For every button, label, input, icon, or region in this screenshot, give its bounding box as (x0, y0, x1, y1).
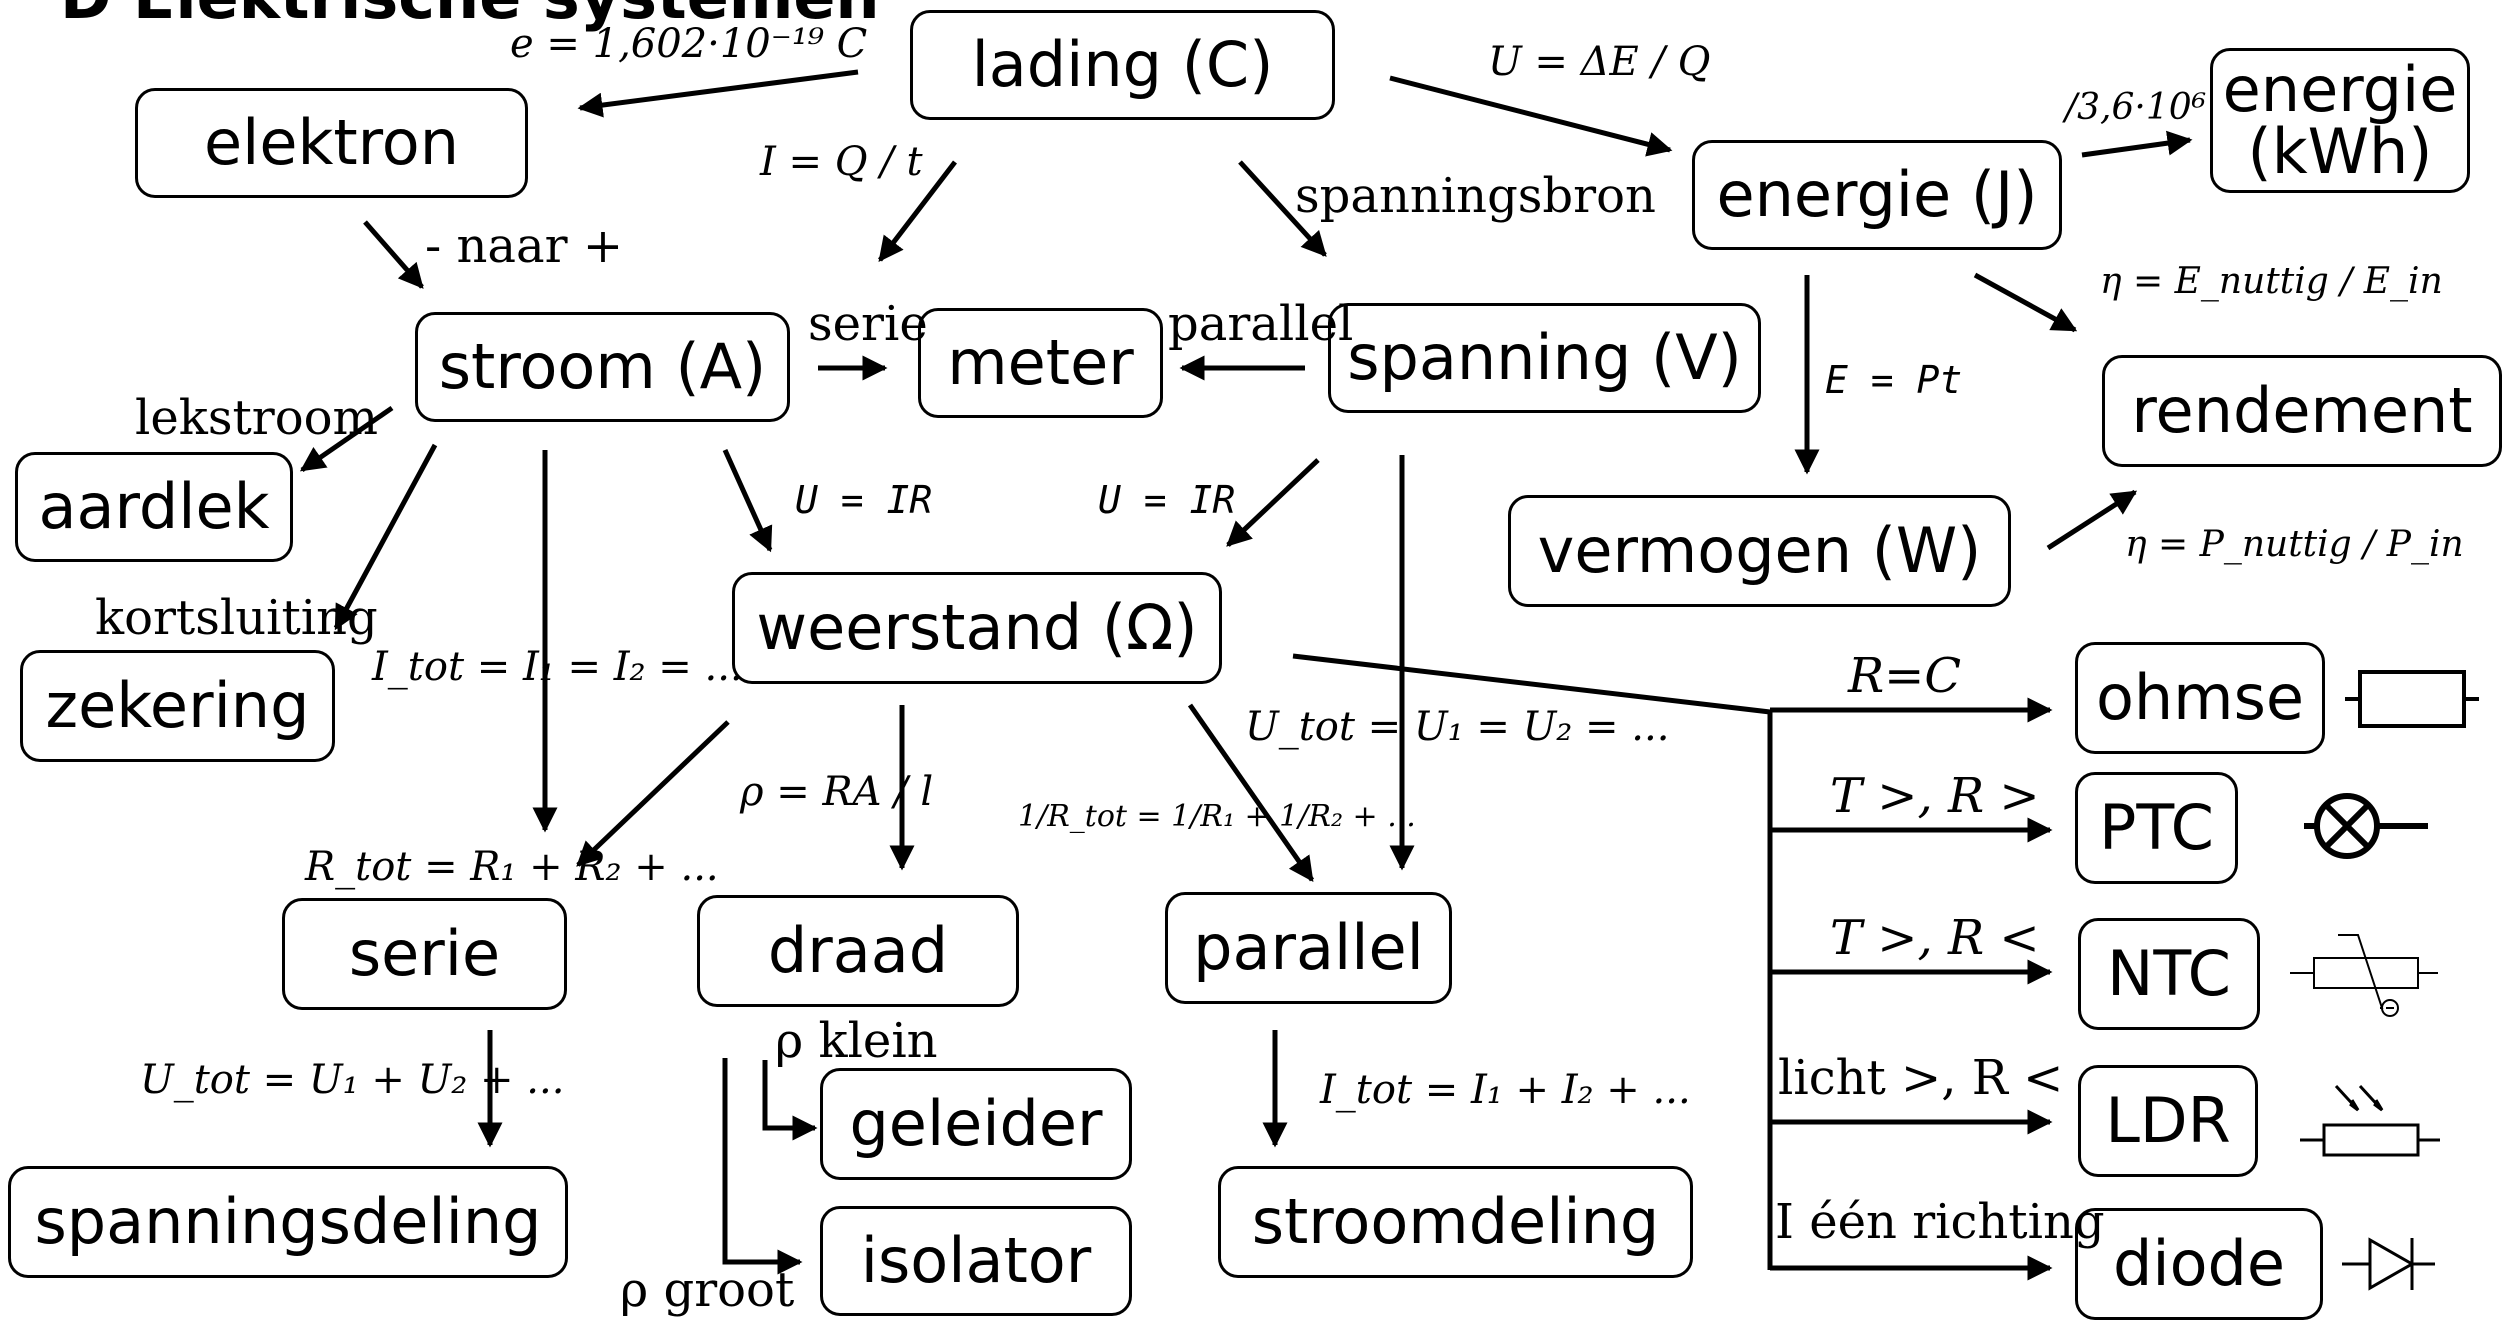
arrow-lading-energie (1389, 75, 1673, 157)
label-diode-rule: I één richting (1775, 1194, 2105, 1250)
label-parallel: parallel (1168, 296, 1354, 352)
label-rho-groot: ρ groot (620, 1262, 795, 1318)
label-u-de-q: U = ΔE / Q (1488, 39, 1711, 85)
arrow-spanning-weerstand (1226, 458, 1320, 547)
label-ntc-rule: T >, R < (1830, 910, 2040, 966)
node-draad: draad (697, 895, 1019, 1007)
arrow-elektron-stroom (363, 220, 424, 289)
label-ptc-rule: T >, R > (1830, 768, 2040, 824)
arrow-lading-meter (878, 160, 957, 262)
label-u-ir-1: U = IR (795, 478, 933, 522)
label-i-tot-serie: I_tot = I₁ = I₂ = ... (372, 644, 743, 690)
label-spanningsbron: spanningsbron (1295, 168, 1656, 224)
arrow-weerstand-serie (576, 720, 730, 867)
ldr-symbol (2300, 1084, 2440, 1157)
label-eta-energy: η = E_nuttig / E_in (2100, 261, 2443, 302)
label-r-serie: R_tot = R₁ + R₂ + ... (305, 844, 719, 890)
arrow-draad-geleider (762, 1060, 818, 1141)
label-naar: - naar + (425, 218, 624, 274)
label-eta-power: η = P_nuttig / P_in (2125, 524, 2464, 565)
arrow-weerstand-parallel (1187, 703, 1315, 883)
arrow-draad-isolator (722, 1058, 803, 1275)
node-ptc: PTC (2075, 772, 2238, 884)
diagram-title: D Elektrische systemen (60, 0, 880, 33)
arrow-stroom-zekering (333, 443, 438, 631)
node-stroomdeling: stroomdeling (1218, 1166, 1693, 1278)
node-rendement: rendement (2102, 355, 2502, 467)
arrow-stroom-aardlek (299, 405, 394, 473)
label-r-constant: R=C (1848, 648, 1962, 704)
label-serie: serie (808, 296, 928, 352)
node-meter: meter (918, 308, 1163, 418)
label-u-tot-parallel: U_tot = U₁ = U₂ = ... (1245, 704, 1670, 750)
arrow-vermogen-rendement (2046, 489, 2138, 551)
label-divide-36: /3,6·10⁶ (2065, 87, 2207, 128)
resistor-symbol (2345, 670, 2479, 728)
diode-symbol (2342, 1237, 2435, 1291)
node-stroom: stroom (A) (415, 312, 790, 422)
label-u-ir-2: U = IR (1098, 478, 1236, 522)
node-ldr: LDR (2078, 1065, 2258, 1177)
arrow-energie-rendement (1973, 272, 2078, 333)
node-geleider: geleider (820, 1068, 1132, 1180)
node-spanningsdeling: spanningsdeling (8, 1166, 568, 1278)
label-elementary-charge: e = 1,602·10⁻¹⁹ C (510, 21, 868, 67)
label-r-parallel: 1/R_tot = 1/R₁ + 1/R₂ + ... (1018, 799, 1416, 834)
node-energie-kwh: energie (kWh) (2210, 48, 2470, 193)
arrow-energie-kwh (2081, 130, 2193, 158)
label-ldr-rule: licht >, R < (1778, 1050, 2064, 1106)
node-isolator: isolator (820, 1206, 1132, 1316)
node-diode: diode (2075, 1208, 2323, 1320)
lamp-symbol (2304, 793, 2428, 859)
label-lekstroom: lekstroom (135, 390, 379, 446)
ntc-symbol (2290, 934, 2438, 1017)
node-elektron: elektron (135, 88, 528, 198)
arrow-lading-spanning (1238, 160, 1327, 257)
node-parallel: parallel (1165, 892, 1452, 1004)
label-kortsluiting: kortsluiting (95, 590, 378, 646)
node-zekering: zekering (20, 650, 335, 762)
node-energie-j: energie (J) (1692, 140, 2062, 250)
node-ohmse: ohmse (2075, 642, 2325, 754)
label-u-tot-serie: U_tot = U₁ + U₂ + ... (140, 1057, 565, 1103)
node-weerstand: weerstand (Ω) (732, 572, 1222, 684)
node-vermogen: vermogen (W) (1508, 495, 2011, 607)
node-ntc: NTC (2078, 918, 2260, 1030)
node-aardlek: aardlek (15, 452, 293, 562)
node-spanning: spanning (V) (1328, 303, 1761, 413)
arrow-stroom-weerstand (722, 448, 773, 553)
label-i-q-t: I = Q / t (760, 139, 923, 185)
label-i-tot-parallel: I_tot = I₁ + I₂ + ... (1320, 1067, 1691, 1113)
label-e-pt: E = Pt (1825, 358, 1963, 402)
arrow-lading-elektron (577, 69, 859, 118)
label-rho-klein: ρ klein (775, 1013, 938, 1069)
node-serie: serie (282, 898, 567, 1010)
label-rho-formula: ρ = RA / l (740, 769, 934, 815)
node-lading: lading (C) (910, 10, 1335, 120)
